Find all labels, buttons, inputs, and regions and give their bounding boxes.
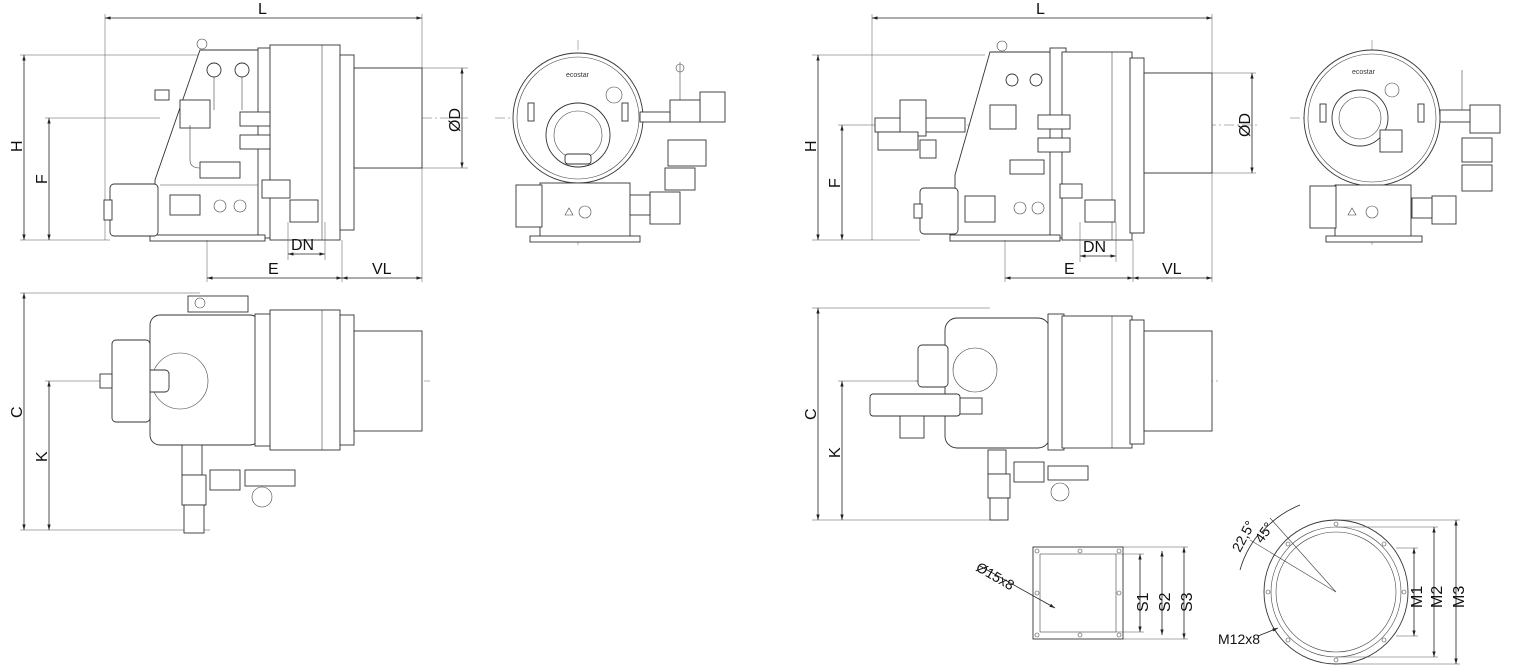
dim-label-k: K (34, 451, 51, 462)
dim-label-s1: S1 (1135, 592, 1152, 612)
dim-label-m2: M2 (1429, 586, 1446, 608)
dim-label-h-2: H (803, 140, 820, 152)
dim-label-od: ØD (447, 108, 464, 132)
dim-label-e: E (268, 261, 279, 278)
dim-label-vl-2: VL (1162, 261, 1182, 278)
brand-logo-right: ecostar (1352, 69, 1376, 76)
dim-label-l: L (258, 1, 267, 18)
side-view-left: L H F ØD (9, 1, 470, 282)
dim-label-dn-2: DN (1083, 239, 1106, 256)
dim-label-m3: M3 (1451, 586, 1468, 608)
dim-label-c: C (9, 406, 26, 418)
bolt-spec-label: M12x8 (1218, 631, 1260, 647)
dim-label-h: H (9, 140, 26, 152)
front-view-left: ecostar (495, 40, 726, 245)
plan-view-left: C K (9, 292, 430, 534)
hole-spec-label: Ø15x8 (974, 559, 1018, 594)
plan-view-right: C K (803, 307, 1220, 521)
brand-logo-left: ecostar (566, 72, 590, 79)
dim-label-s2: S2 (1157, 592, 1174, 612)
front-view-right: ecostar (1290, 40, 1501, 245)
dim-label-dn: DN (291, 237, 314, 254)
dim-label-vl: VL (372, 261, 392, 278)
dim-label-c-2: C (803, 408, 820, 420)
angle-label-45: 45° (1251, 519, 1276, 546)
dim-label-s3: S3 (1179, 592, 1196, 612)
dim-label-f-2: F (827, 178, 844, 188)
dim-label-l-2: L (1036, 1, 1045, 18)
dim-label-e-2: E (1064, 261, 1075, 278)
side-view-right: L H F ØD (803, 1, 1260, 282)
square-flange-detail: Ø15x8 S1 S2 S3 (974, 546, 1196, 640)
dim-label-m1: M1 (1409, 586, 1426, 608)
round-flange-detail: 22,5° 45° M12x8 M1 M2 M3 (1218, 504, 1468, 665)
dim-label-k-2: K (827, 447, 844, 458)
dim-label-f: F (34, 174, 51, 184)
